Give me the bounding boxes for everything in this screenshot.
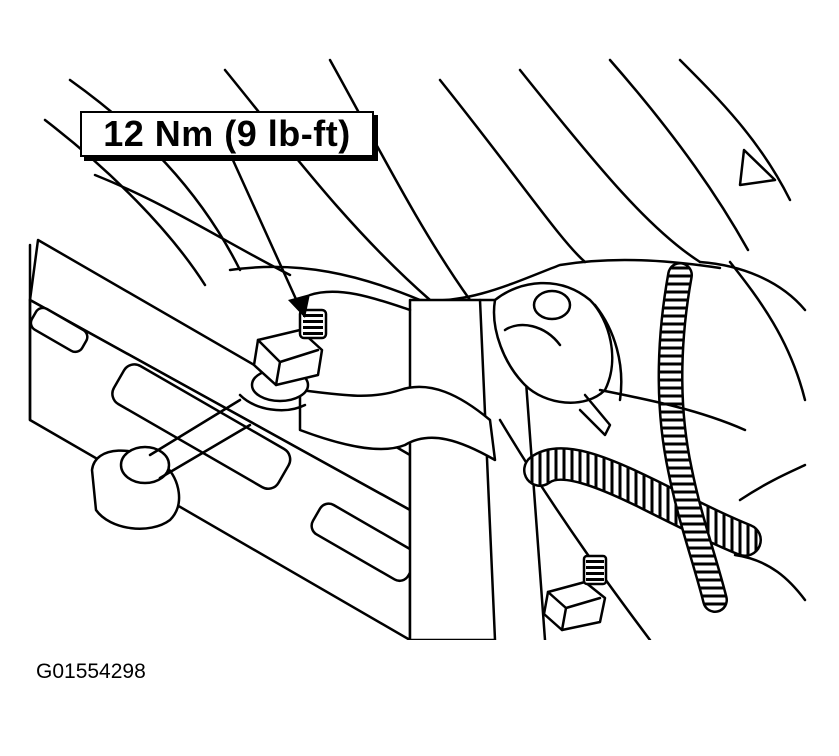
right-body-contour [598,388,807,602]
vertical-member [408,298,652,640]
upper-nut [238,308,328,412]
body-panel [43,58,807,402]
wiring-harness [523,447,762,557]
electrical-connector [492,281,623,437]
lower-nut [542,554,608,632]
wiring-harness-vertical [657,262,728,613]
bracket-arm [298,290,497,462]
fastener-illustration [28,58,807,640]
figure-id-label: G01554298 [36,660,146,683]
torque-spec-callout: 12 Nm (9 lb-ft) [80,111,374,157]
lower-mount-bushing [90,398,252,530]
torque-arrow [230,156,310,318]
slotted-rail [28,238,418,640]
